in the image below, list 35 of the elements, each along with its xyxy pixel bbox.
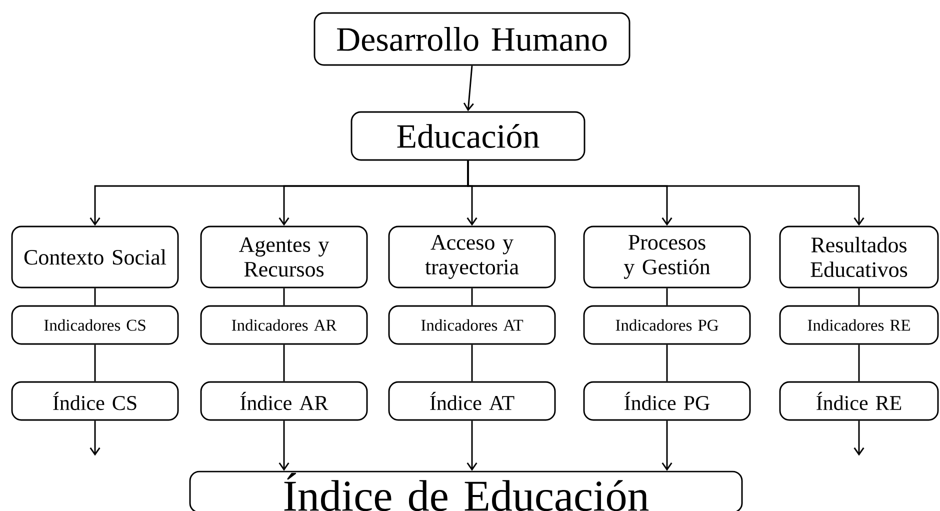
index-box: Índice CS bbox=[11, 381, 179, 421]
connector-line bbox=[283, 344, 285, 382]
dimension-box: Agentes y Recursos bbox=[200, 226, 368, 288]
connector-line bbox=[471, 344, 473, 382]
indicator-box: Indicadores CS bbox=[11, 305, 179, 345]
result-box: Índice de Educación bbox=[189, 470, 743, 511]
arrow bbox=[662, 420, 672, 471]
category-box: Educación bbox=[350, 111, 586, 161]
dimension-box: Resultados Educativos bbox=[779, 226, 939, 288]
connector-line bbox=[666, 344, 668, 382]
arrow bbox=[854, 420, 864, 456]
arrow bbox=[466, 420, 478, 471]
connector-line bbox=[471, 288, 473, 306]
index-box: Índice AR bbox=[200, 381, 368, 421]
index-box: Índice PG bbox=[583, 381, 751, 421]
indicator-box: Indicadores PG bbox=[583, 305, 751, 345]
indicator-box: Indicadores RE bbox=[779, 305, 939, 345]
connector-line bbox=[858, 288, 860, 306]
dimension-box: Acceso y trayectoria bbox=[388, 226, 556, 288]
arrow bbox=[463, 66, 474, 112]
connector-line bbox=[858, 344, 860, 382]
connector-line bbox=[94, 288, 96, 306]
index-box: Índice AT bbox=[388, 381, 556, 421]
connector-line bbox=[283, 288, 285, 306]
indicator-box: Indicadores AT bbox=[388, 305, 556, 345]
indicator-box: Indicadores AR bbox=[200, 305, 368, 345]
connector-line bbox=[666, 288, 668, 306]
arrow bbox=[278, 420, 290, 471]
title-box: Desarrollo Humano bbox=[314, 12, 630, 66]
arrow bbox=[467, 160, 864, 226]
dimension-box: Contexto Social bbox=[11, 226, 179, 288]
connector-line bbox=[94, 344, 96, 382]
dimension-box: Procesos y Gestión bbox=[583, 226, 751, 288]
index-box: Índice RE bbox=[779, 381, 939, 421]
arrow bbox=[90, 420, 100, 456]
